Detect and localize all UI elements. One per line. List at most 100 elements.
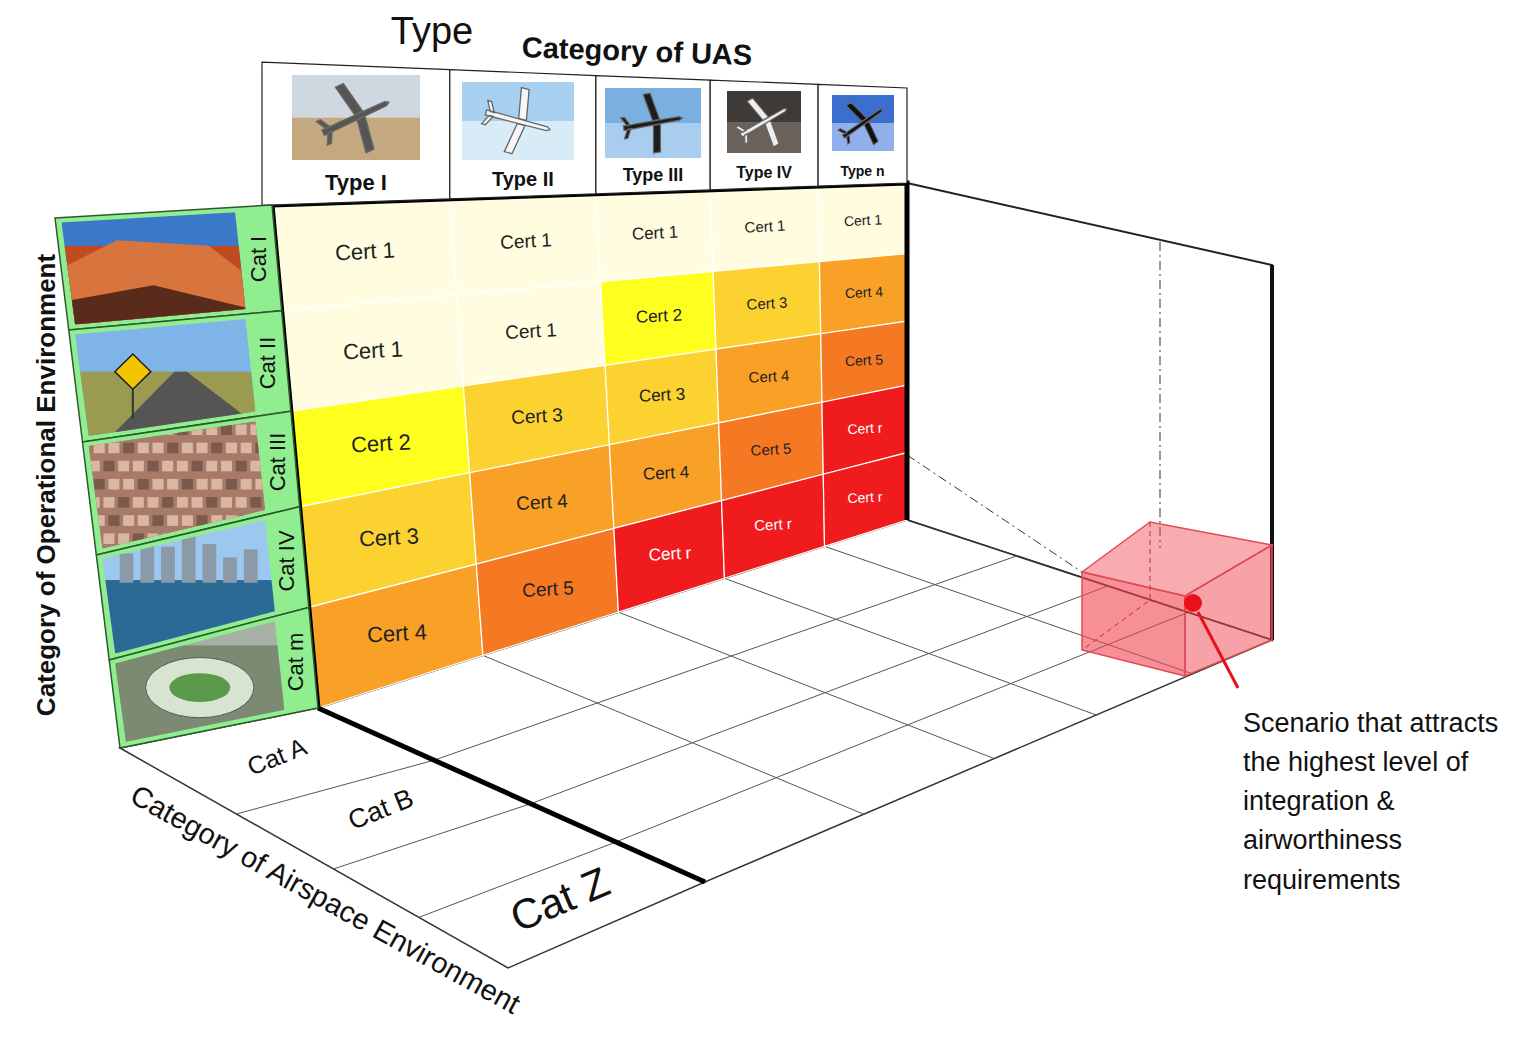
roof	[147, 497, 158, 508]
floor-grid-line	[724, 578, 1096, 715]
building	[182, 527, 196, 583]
roof	[197, 515, 208, 526]
roof	[211, 443, 222, 454]
cert-cell	[722, 474, 825, 578]
leader-line	[1198, 612, 1238, 688]
roof	[206, 497, 217, 508]
cert-cell-text: Cert 3	[639, 385, 686, 406]
roof	[197, 479, 208, 490]
environment-cell	[109, 607, 318, 748]
floor-grid-line	[618, 612, 994, 758]
uas-silhouette	[617, 89, 687, 158]
uas-type-header: Type n	[819, 89, 906, 182]
roof	[89, 533, 100, 544]
building	[120, 553, 134, 582]
desert-ridge	[62, 240, 246, 324]
roof	[241, 479, 252, 490]
roof	[162, 461, 173, 472]
roof	[162, 424, 173, 435]
roof	[89, 461, 100, 472]
roof	[89, 497, 100, 508]
photo-ground	[115, 645, 284, 741]
cert-matrix	[272, 183, 907, 708]
roof	[103, 497, 114, 508]
axis-title: Category of Airspace Environment	[125, 779, 525, 1020]
uas-photo-ground	[832, 123, 894, 151]
roof	[123, 515, 134, 526]
category-label: Cat IV	[275, 531, 299, 592]
roof	[118, 533, 129, 544]
roof	[250, 497, 261, 508]
roof	[221, 461, 232, 472]
environment-photo	[62, 212, 246, 324]
category-label: Cat II	[256, 337, 280, 390]
cert-cell-text: Cert 4	[516, 491, 569, 515]
airspace-category: Cat Z	[504, 859, 617, 942]
projection-line	[1160, 242, 1161, 548]
roof	[123, 479, 134, 490]
roof	[103, 461, 114, 472]
uas-silhouette	[307, 69, 404, 166]
header-box	[818, 84, 907, 186]
roof	[226, 443, 237, 454]
uas-silhouette	[727, 86, 800, 159]
cert-cell-text: Cert 1	[631, 224, 678, 245]
airspace-axis-edge	[318, 708, 705, 882]
cert-cell-text: Cert r	[848, 490, 884, 507]
roof	[167, 443, 178, 454]
uas-silhouette	[829, 90, 896, 157]
roof	[167, 479, 178, 490]
roof	[221, 424, 232, 435]
photo-sky	[75, 319, 255, 436]
cert-cell-text: Cert 4	[844, 284, 883, 301]
cert-cell-text: Cert 3	[510, 405, 563, 429]
roof	[182, 479, 193, 490]
uas-type-header: Type III	[597, 81, 709, 189]
roof	[147, 424, 158, 435]
type-label: Type IV	[736, 164, 792, 182]
roof	[152, 515, 163, 526]
back-planes	[120, 183, 1272, 968]
roof	[236, 424, 247, 435]
cert-cell-text: Cert r	[754, 516, 792, 534]
cert-cell	[819, 254, 907, 334]
scenario-dot	[1184, 594, 1202, 612]
cert-cell-text: Cert 3	[358, 524, 419, 551]
roof	[152, 443, 163, 454]
environment-header: Cat I	[55, 205, 282, 330]
category-label: Cat I	[246, 236, 270, 282]
roof	[118, 461, 129, 472]
roof	[211, 479, 222, 490]
cert-cell-text: Cert 4	[642, 464, 689, 485]
category-label: Cat III	[266, 433, 290, 492]
type-label: Type III	[623, 166, 684, 186]
roof	[108, 515, 119, 526]
environment-header: Cat m	[109, 607, 318, 748]
roof	[133, 424, 144, 435]
roof	[206, 461, 217, 472]
environment-header: Cat III	[82, 411, 299, 555]
environment-photo	[75, 319, 255, 436]
roof	[133, 533, 144, 544]
cube-face	[1185, 545, 1272, 676]
cert-cell-text: Cert 5	[751, 441, 793, 460]
roof	[255, 479, 266, 490]
photo-ground	[75, 372, 255, 436]
roof	[94, 479, 105, 490]
airspace-category: Cat B	[344, 784, 418, 837]
environment-photo	[115, 621, 284, 741]
uas-type-headers	[262, 62, 907, 205]
cert-cell	[309, 564, 483, 708]
environment-cell	[55, 205, 282, 330]
stadium	[146, 657, 254, 717]
matrix-border	[272, 183, 907, 708]
uas-silhouette	[476, 80, 558, 162]
building	[244, 549, 258, 582]
roof	[94, 443, 105, 454]
callout-note: Scenario that attracts the highest level…	[1243, 704, 1528, 900]
environment-header: Cat IV	[96, 507, 308, 660]
roof	[108, 479, 119, 490]
cube-hidden-edge	[1082, 522, 1150, 650]
roof	[118, 497, 129, 508]
roof	[192, 497, 203, 508]
